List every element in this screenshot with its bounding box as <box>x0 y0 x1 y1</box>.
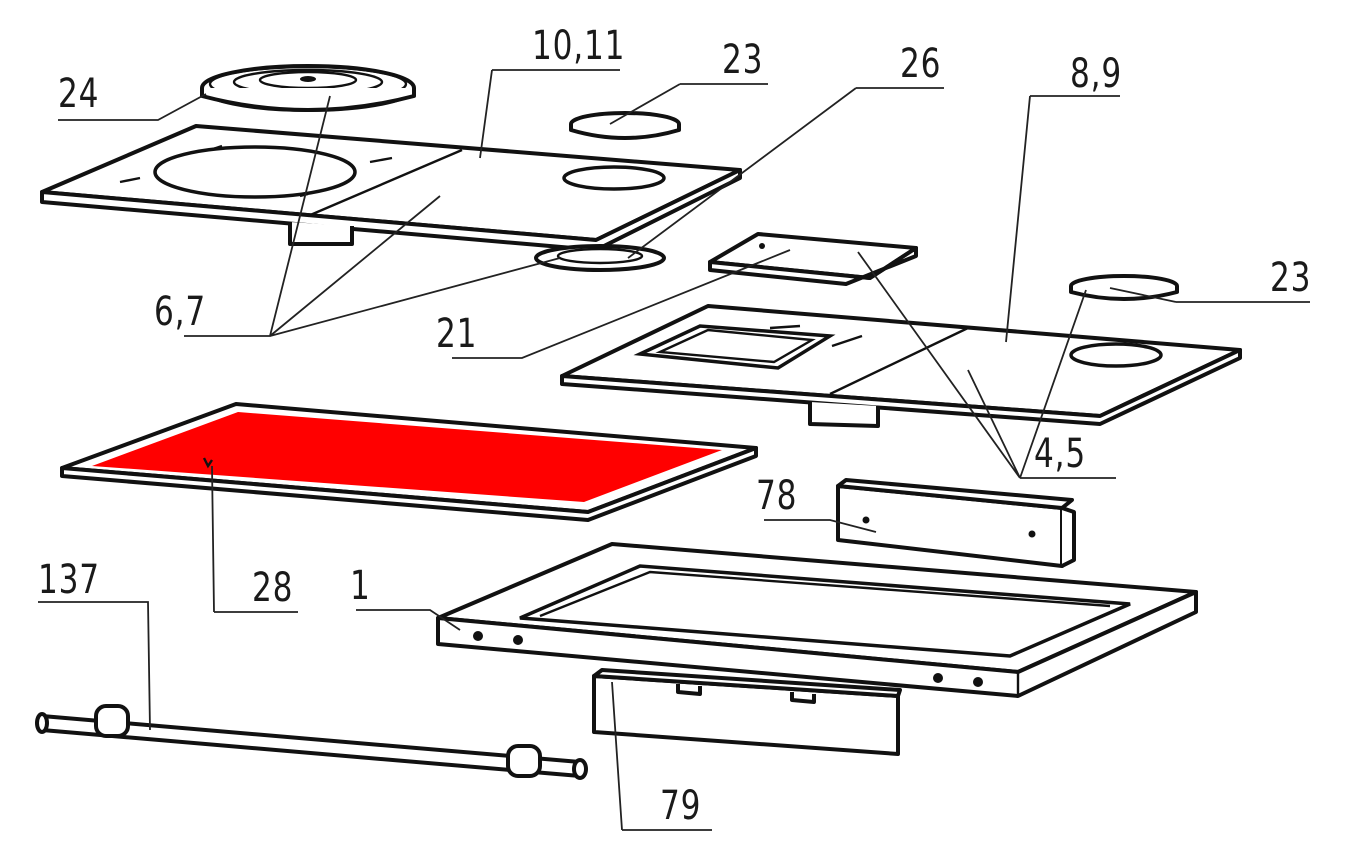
label-6-7: 6,7 <box>154 289 206 335</box>
label-1: 1 <box>350 563 371 609</box>
part-1-frame <box>436 542 1198 698</box>
label-79: 79 <box>660 783 702 829</box>
label-21: 21 <box>436 311 478 357</box>
label-23-top: 23 <box>722 37 764 83</box>
part-79-bracket <box>592 668 902 756</box>
part-23-right-ring <box>1069 274 1179 301</box>
label-10-11: 10,11 <box>532 23 626 69</box>
part-78-bracket <box>836 478 1076 568</box>
part-21-small-plate <box>708 232 918 286</box>
leader-lines <box>38 69 1310 831</box>
part-24-ring-set <box>200 64 416 112</box>
part-8-9-top-plate-right <box>560 304 1242 428</box>
label-23-right: 23 <box>1270 255 1312 301</box>
part-28-highlight <box>92 412 722 502</box>
part-10-11-top-plate-left <box>40 124 742 252</box>
label-8-9: 8,9 <box>1070 51 1122 97</box>
part-28-glass-panel <box>60 402 758 522</box>
label-78: 78 <box>756 473 798 519</box>
part-26-ring <box>534 244 666 272</box>
label-137: 137 <box>38 557 100 603</box>
label-24: 24 <box>58 71 100 117</box>
label-4-5: 4,5 <box>1034 431 1086 477</box>
part-23-top-ring <box>569 111 681 140</box>
part-137-rod <box>35 704 588 780</box>
label-26: 26 <box>900 41 942 87</box>
label-28: 28 <box>252 565 294 611</box>
